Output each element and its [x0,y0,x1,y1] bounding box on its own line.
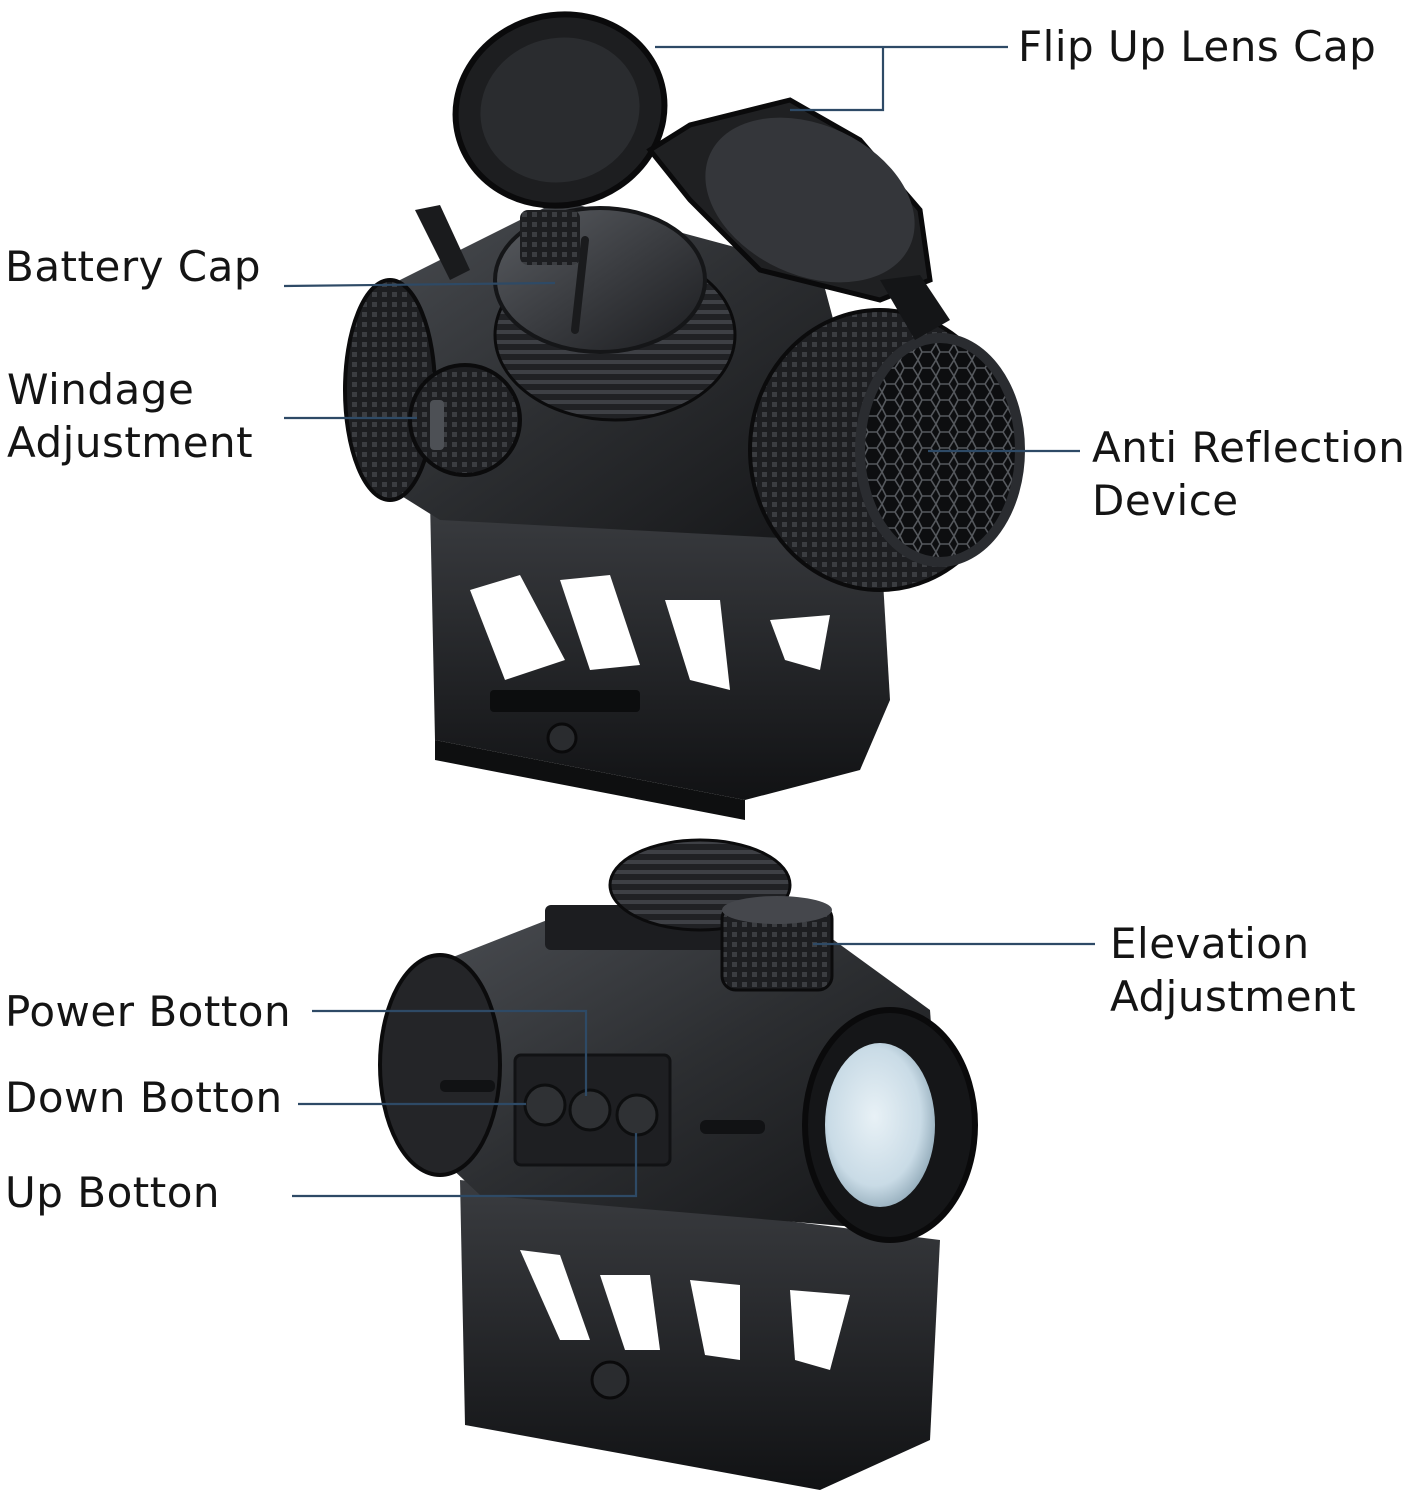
label-flip-up-lens-cap-text: Flip Up Lens Cap [1018,22,1377,71]
leader-battery-cap [283,281,556,288]
label-elevation-line1: Elevation [1110,919,1310,968]
rear-flip-cap [452,11,668,209]
label-anti-reflection-device: Anti Reflection Device [1092,421,1405,527]
bottom-mount-cutout-1 [520,1250,590,1340]
label-power-button: Power Botton [5,985,291,1038]
front-lens-glass [825,1043,935,1207]
top-mount-base [430,500,890,800]
down-button-shape [523,1083,567,1127]
label-battery-cap-text: Battery Cap [5,242,262,291]
leader-power-button [312,1009,588,1096]
label-windage-line2: Adjustment [7,418,254,467]
bottom-mount-cutout-3 [690,1280,740,1360]
leader-up-button [292,1133,638,1198]
bottom-mount-cutout-4 [790,1290,850,1370]
bottom-mount-screw [590,1360,630,1400]
bottom-sight-illustration [378,838,978,1490]
label-windage-adjustment: Windage Adjustment [7,363,253,469]
label-down-button: Down Botton [5,1071,283,1124]
leader-lines [283,45,1095,1198]
leader-flip-up-lens-cap-branch [790,47,885,112]
top-mount-cutout-2 [560,575,640,670]
front-flip-cap [646,97,933,303]
label-up-button: Up Botton [5,1166,220,1219]
label-flip-up-lens-cap: Flip Up Lens Cap [1018,20,1376,73]
top-mount-screw [546,722,578,754]
label-windage-line1: Windage [7,365,195,414]
up-button-shape [615,1093,659,1137]
bottom-mount-cutout-2 [600,1275,660,1350]
top-mount-cutout-1 [470,575,565,680]
top-mount-cutout-4 [770,615,830,670]
label-power-button-text: Power Botton [5,987,292,1036]
windage-knob [408,363,522,477]
power-button-shape [568,1088,612,1132]
label-up-button-text: Up Botton [5,1168,221,1217]
rear-housing-ring [378,953,502,1177]
label-elevation-line2: Adjustment [1110,972,1357,1021]
top-mount-rail-slot [490,690,640,712]
top-mount-cutout-3 [665,600,730,690]
label-elevation-adjustment: Elevation Adjustment [1110,917,1356,1023]
label-anti-reflection-line2: Device [1092,476,1239,525]
label-anti-reflection-line1: Anti Reflection [1092,423,1406,472]
label-battery-cap: Battery Cap [5,240,261,293]
bottom-mount-base [460,1180,940,1490]
label-down-button-text: Down Botton [5,1073,283,1122]
top-sight-illustration [343,11,1025,820]
elevation-knob-back [520,210,580,265]
